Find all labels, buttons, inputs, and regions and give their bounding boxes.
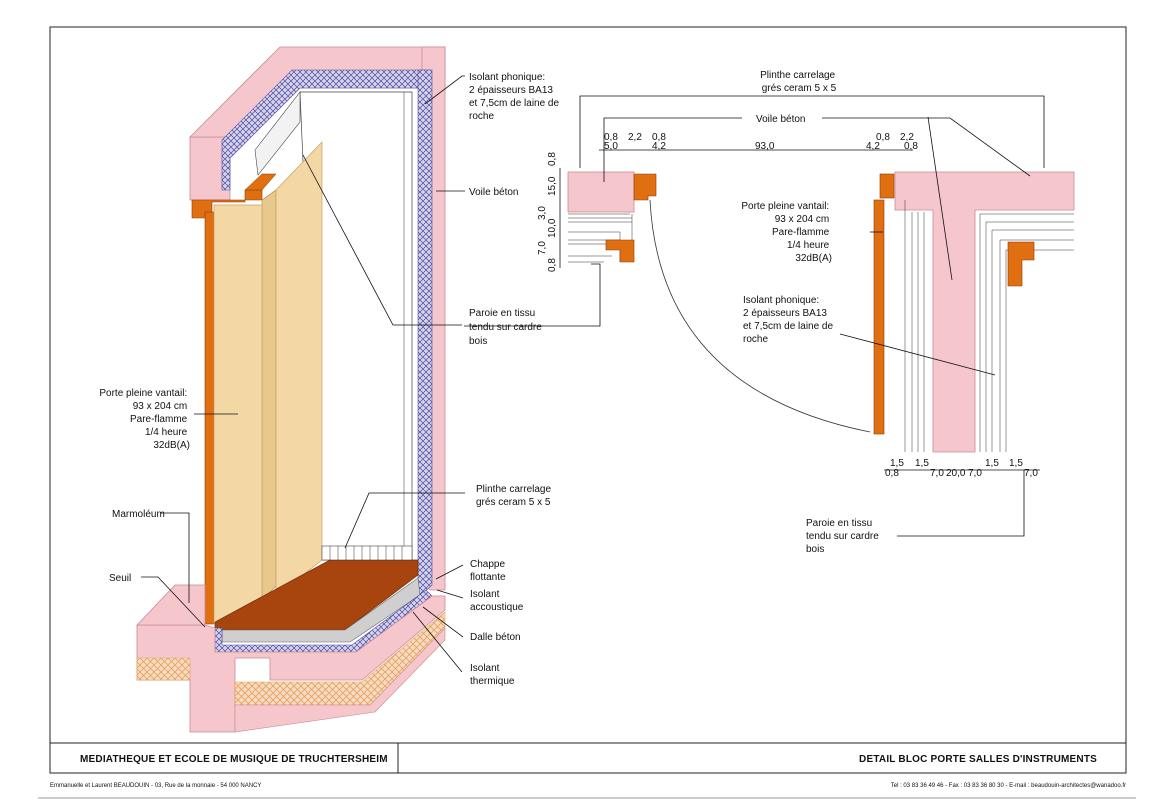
plan-door-swing-arc: [649, 199, 871, 433]
dim-left-vertical: 15,0: [547, 176, 558, 196]
dim-top-upper: 0,8: [876, 132, 890, 143]
isometric-view: [136, 46, 446, 733]
dim-bottom-upper: 1,5: [915, 458, 929, 469]
dim-left-vertical: 10,0: [547, 218, 558, 238]
isometric-leaders: [141, 75, 465, 673]
door-leaf-back: [261, 189, 277, 601]
slab-bottom-edge: [234, 627, 446, 733]
acoustic-insulation-ceiling: [221, 69, 431, 191]
dim-left-vertical: 0,8: [547, 152, 558, 166]
plan-left-frame-top: [633, 173, 657, 201]
plan-section-view: [567, 171, 1075, 453]
dim-left-vertical: 3,0: [537, 206, 548, 220]
door-frame-jamb: [204, 211, 215, 625]
thermal-insulation: [136, 657, 191, 681]
concrete-floor-slab: [136, 595, 446, 733]
dim-top-lower: 4,2: [652, 141, 666, 152]
sheet-border: [49, 26, 1127, 774]
dim-bottom-lower: 7,0: [1024, 468, 1038, 479]
dim-bottom-lower: 0,8: [885, 468, 899, 479]
dim-top-lower: 4,2: [866, 141, 880, 152]
dim-bottom-upper: 1,5: [890, 458, 904, 469]
plan-door-leaf: [873, 199, 885, 435]
plan-right-frame-top: [879, 173, 895, 199]
plan-left-wall: [567, 171, 635, 213]
door-frame-header-top: [244, 173, 277, 191]
drawing-title: DETAIL BLOC PORTE SALLES D'INSTRUMENTS: [859, 754, 1097, 765]
plan-leaders: [464, 95, 1045, 537]
door-leaf-front: [213, 204, 263, 625]
label-plan-plinthe: Plinthe carrelage grés ceram 5 x 5: [760, 70, 838, 94]
label-iso-voile-beton: Voile béton: [469, 187, 519, 198]
dimension-figures: 0,8 2,2 0,8 0,8 2,2 5,0 4,2 93,0 4,2 0,8…: [537, 132, 1038, 479]
dim-top-upper: 2,2: [628, 132, 642, 143]
label-iso-seuil: Seuil: [109, 573, 131, 584]
isometric-labels: Isolant phonique: 2 épaisseurs BA13 et 7…: [99, 72, 562, 687]
door-leaf: [275, 141, 323, 597]
ceiling-soffit: [254, 91, 301, 176]
dim-bottom-lower: 7,0: [930, 468, 944, 479]
dim-top-lower: 93,0: [755, 141, 775, 152]
dim-top-upper: 0,8: [604, 132, 618, 143]
acoustic-insulation-wall: [417, 69, 433, 599]
dim-top-lower: 0,8: [904, 141, 918, 152]
plan-right-frame-bottom: [1007, 241, 1035, 287]
label-iso-marmoleum: Marmoléum: [112, 509, 165, 520]
tile-skirting: [321, 545, 413, 561]
label-iso-plinthe: Plinthe carrelage grés ceram 5 x 5: [476, 484, 554, 508]
label-plan-voile-beton: Voile béton: [756, 114, 806, 125]
concrete-floor-slab-top: [136, 584, 206, 626]
dim-bottom-lower: 7,0: [968, 468, 982, 479]
door-frame-header: [191, 189, 263, 219]
label-iso-isolant-accoustique: Isolant accoustique: [470, 589, 524, 613]
label-iso-chappe: Chappe flottante: [470, 559, 508, 583]
dim-bottom-upper: 1,5: [1009, 458, 1023, 469]
label-iso-porte: Porte pleine vantail: 93 x 204 cm Pare-f…: [99, 388, 190, 451]
label-plan-isolant-phonique: Isolant phonique: 2 épaisseurs BA13 et 7…: [743, 295, 836, 345]
dim-top-lower: 5,0: [604, 141, 618, 152]
plan-labels: Plinthe carrelage grés ceram 5 x 5 Voile…: [741, 70, 882, 555]
project-title: MEDIATHEQUE ET ECOLE DE MUSIQUE DE TRUCH…: [80, 754, 388, 765]
dim-left-vertical: 0,8: [547, 258, 558, 272]
dim-bottom-upper: 1,5: [985, 458, 999, 469]
label-iso-isolant-phonique: Isolant phonique: 2 épaisseurs BA13 et 7…: [469, 72, 562, 122]
plan-right-wall: [894, 171, 1075, 453]
plan-left-frame-bottom: [605, 239, 635, 263]
label-plan-porte: Porte pleine vantail: 93 x 204 cm Pare-f…: [741, 201, 832, 264]
label-iso-dalle-beton: Dalle béton: [470, 632, 521, 643]
dim-top-upper: 2,2: [900, 132, 914, 143]
architect-address: Emmanuelle et Laurent BEAUDOUIN - 03, Ru…: [50, 783, 261, 789]
dim-bottom-lower: 20,0: [946, 468, 966, 479]
label-iso-isolant-thermique: Isolant thermique: [470, 663, 515, 687]
label-plan-paroie-tissu: Paroie en tissu tendu sur cardre bois: [806, 518, 882, 555]
dim-top-upper: 0,8: [652, 132, 666, 143]
dim-left-vertical: 7,0: [537, 241, 548, 255]
architect-contact: Tel : 03 83 36 49 46 - Fax : 03 83 36 80…: [891, 783, 1126, 789]
label-iso-paroie-tissu: Paroie en tissu tendu sur cardre bois: [469, 308, 545, 347]
